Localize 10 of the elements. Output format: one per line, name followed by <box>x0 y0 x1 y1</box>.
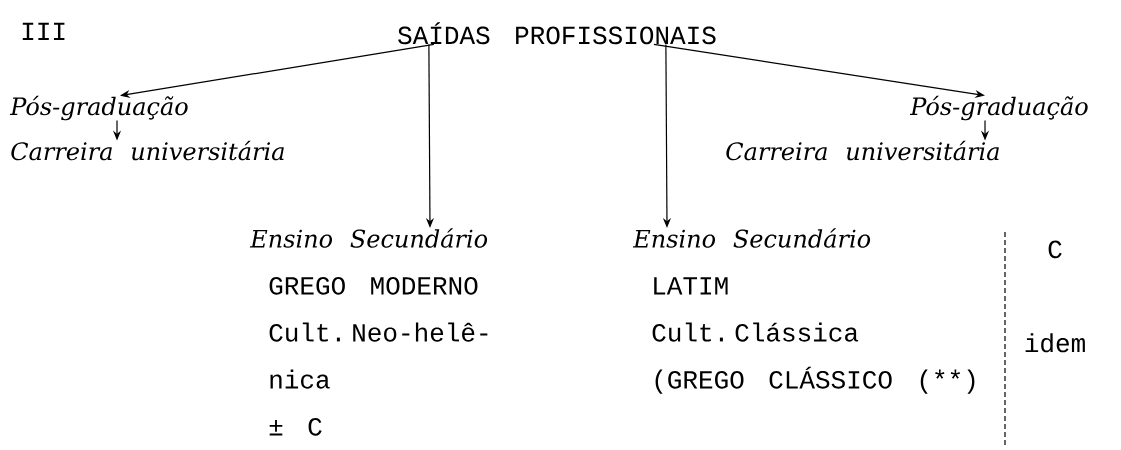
subject-list: Ensino Secundário GREGO MODERNO Cult. Neo-helê- nica ± C <box>249 228 488 436</box>
subject-list: Ensino Secundário LATIM Cult. Clássica (GREGO CLÁSSICO (**) <box>632 228 975 394</box>
section-number: III <box>22 22 65 40</box>
category-label: Pós-graduação <box>909 95 1088 121</box>
column-text: idem <box>1025 333 1085 353</box>
column-text: C <box>1048 240 1062 259</box>
heading-text: SAÍDAS PROFISSIONAIS <box>398 22 716 45</box>
category-label: Carreira universitária <box>726 140 999 161</box>
category-label: Carreira universitária <box>11 140 284 161</box>
category-label: Pós-graduação <box>9 95 188 121</box>
